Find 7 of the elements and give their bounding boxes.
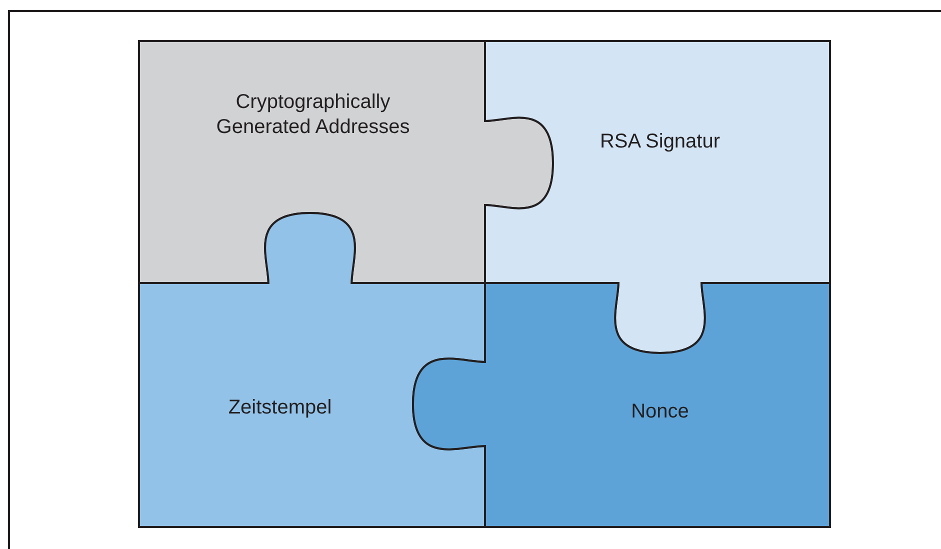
piece-label: RSA Signatur (598, 130, 722, 154)
puzzle-piece (138, 212, 486, 528)
piece-label: Nonce (630, 400, 690, 424)
piece-label: Cryptographically Generated Addresses (215, 90, 411, 140)
puzzle-piece (412, 282, 831, 528)
puzzle-piece (484, 40, 831, 354)
piece-label: Zeitstempel (227, 396, 333, 420)
